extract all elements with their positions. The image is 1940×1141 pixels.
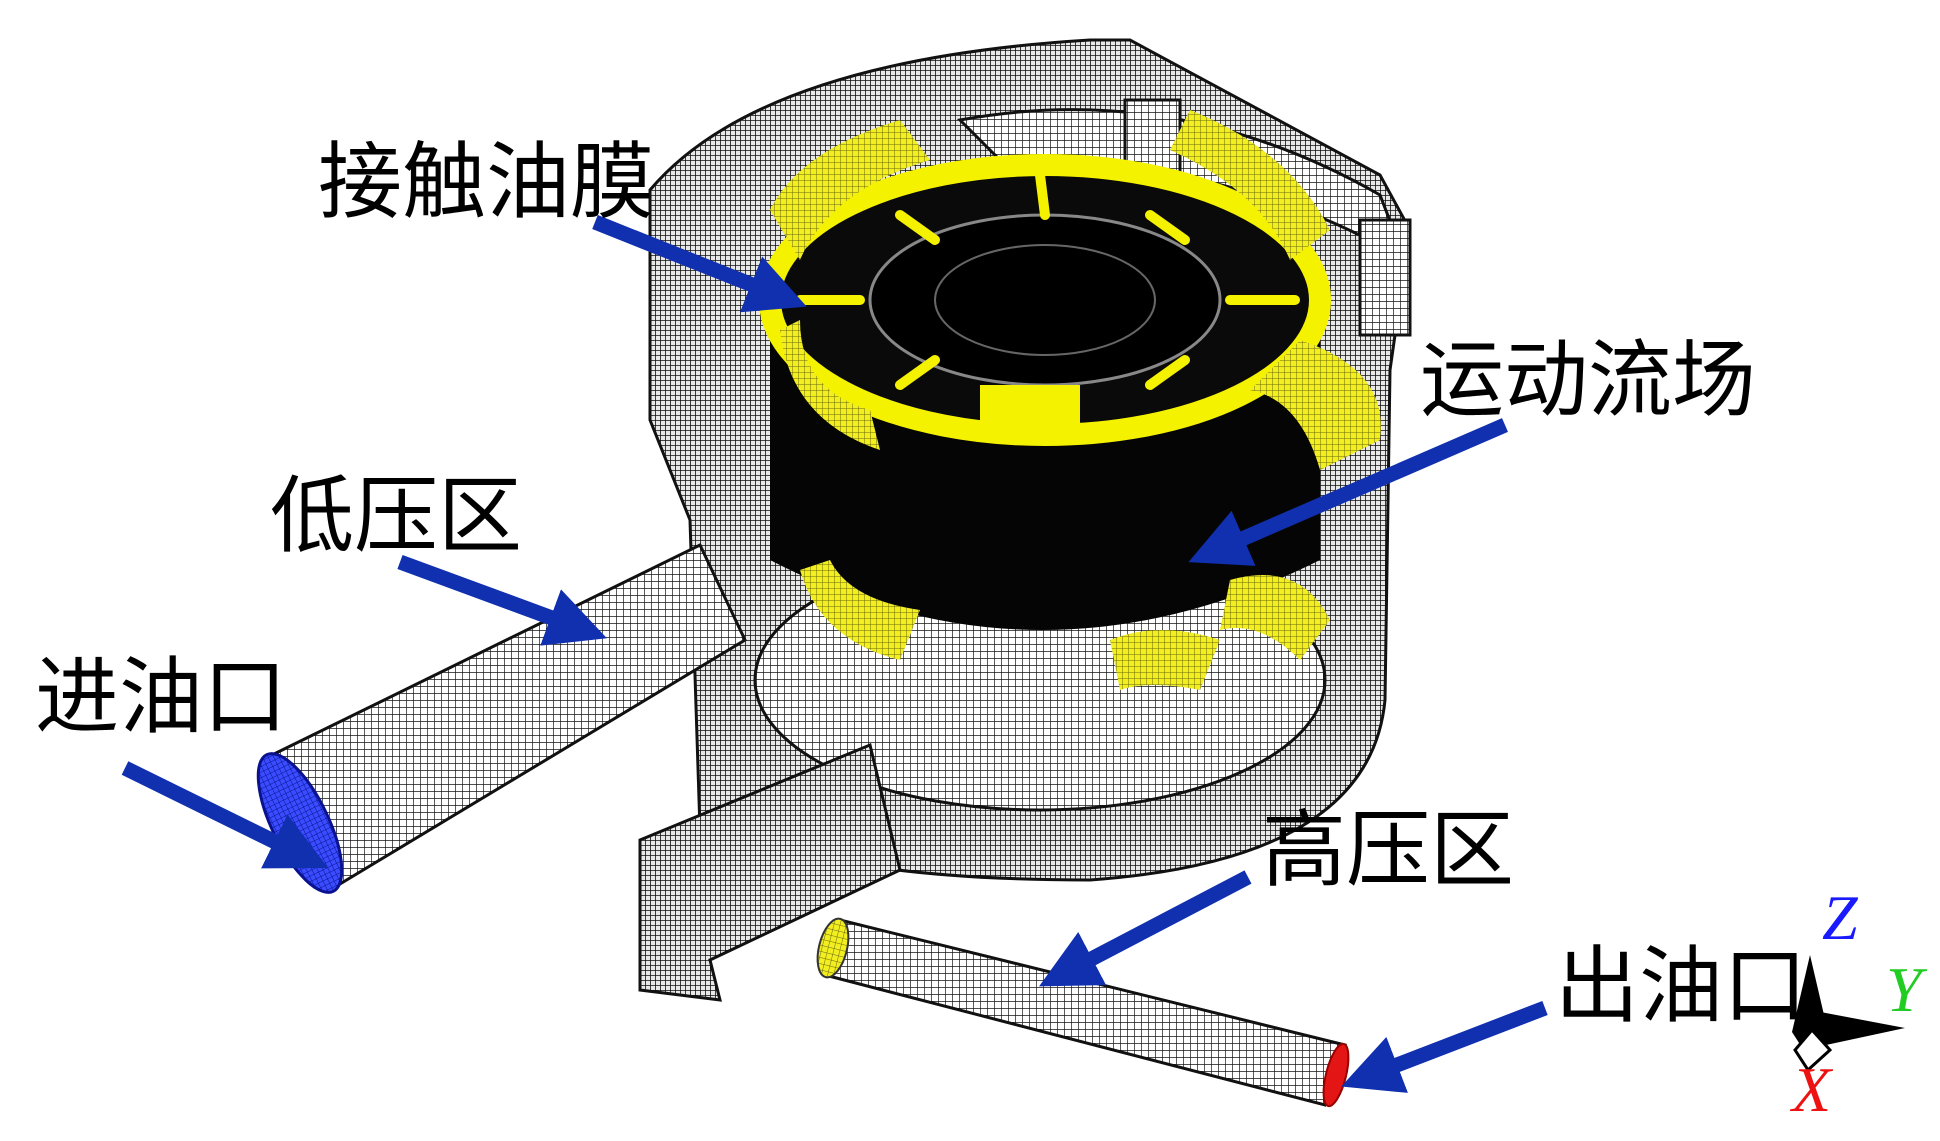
moving-flow-field-body: [753, 154, 1331, 812]
annotation-arrows: [121, 215, 1548, 1093]
label-moving-flow-field: 运动流场: [1420, 331, 1757, 429]
arrow-high-pressure-zone: [1039, 870, 1252, 987]
contact-oil-film-pads: [770, 110, 1381, 690]
label-oil-outlet: 出油口: [1555, 937, 1808, 1035]
arrow-oil-outlet: [1341, 1001, 1548, 1093]
label-low-pressure-zone: 低压区: [270, 467, 523, 565]
outlet-pipe: [638, 742, 1350, 1108]
axis-label-z: Z: [1822, 882, 1858, 953]
arrow-moving-flow-field: [1188, 418, 1508, 566]
arrow-low-pressure-zone: [397, 554, 607, 646]
axis-label-x: X: [1792, 1054, 1832, 1125]
coordinate-triad: [1792, 955, 1905, 1073]
label-high-pressure-zone: 高压区: [1262, 801, 1515, 899]
label-oil-inlet: 进油口: [35, 648, 288, 746]
arrow-contact-oil-film: [592, 215, 807, 313]
arrow-oil-inlet: [121, 761, 329, 869]
label-contact-oil-film: 接触油膜: [318, 133, 655, 231]
axis-label-y: Y: [1886, 954, 1922, 1025]
